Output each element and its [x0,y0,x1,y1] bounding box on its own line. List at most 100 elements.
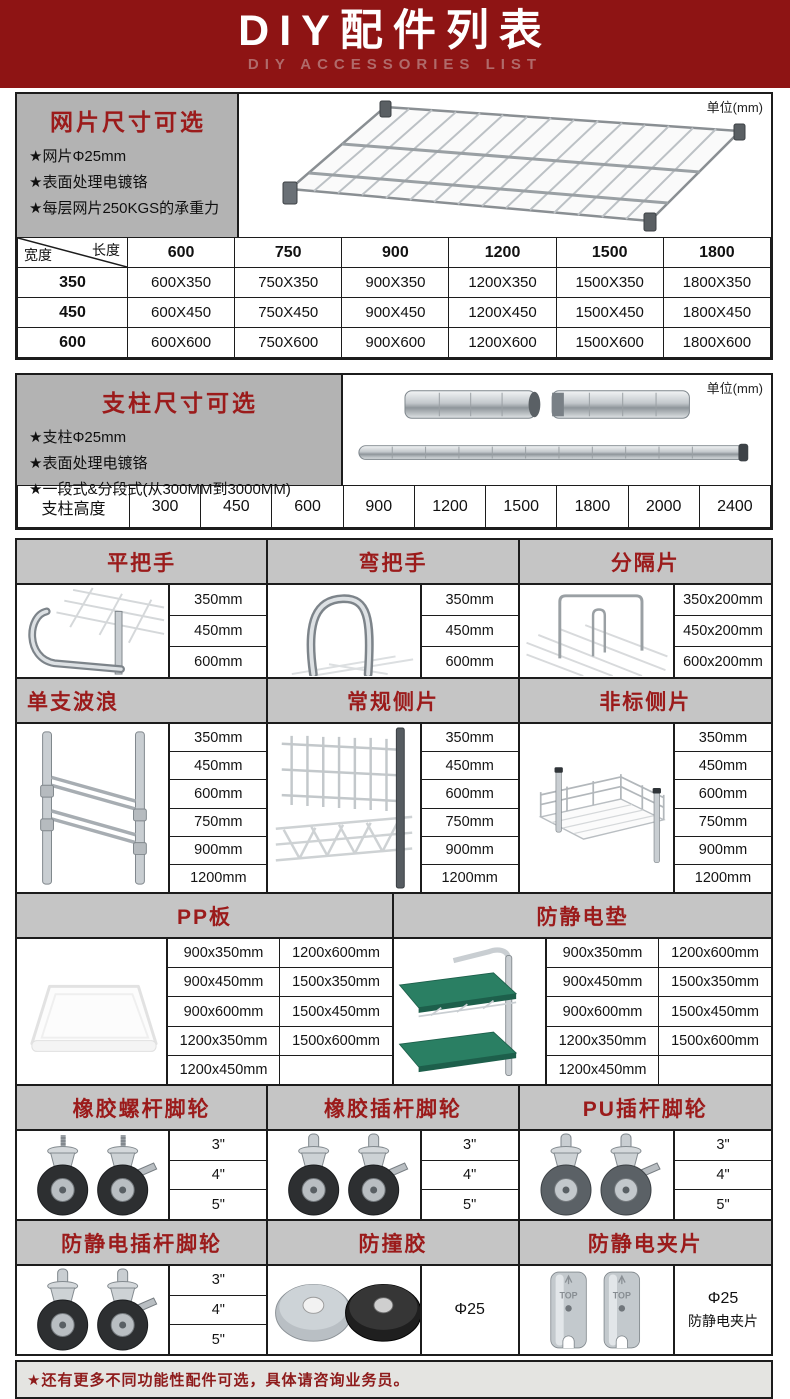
mesh-unit-label: 单位(mm) [706,100,763,115]
mesh-size-cell: 750X600 [234,327,343,358]
size-item: 900mm [674,837,771,865]
esd-stem-caster-size-list: 3" 4" 5" [168,1266,267,1354]
header-rubber-screw-caster: 橡胶螺杆脚轮 [17,1086,269,1129]
header-single-wave: 单支波浪 [17,679,269,722]
accessory-content-row: 3" 4" 5" [17,1131,771,1221]
rubber-screw-caster-image [17,1131,168,1219]
size-item: 4" [421,1161,518,1191]
cell-curved-handle: 350mm 450mm 600mm [268,585,520,677]
size-item: 450x200mm [674,616,771,647]
mesh-table-row: 600 600X600 750X600 900X600 1200X600 150… [17,327,772,358]
size-item: 900mm [421,837,518,865]
size-item: 450mm [170,752,267,781]
flat-handle-image [17,585,168,677]
mesh-col-header: 1800 [662,237,772,268]
size-item: 600mm [421,780,518,809]
header-standard-side-panel: 常规侧片 [268,679,520,722]
post-height-table: 支柱高度 300 450 600 900 1200 1500 1800 2000… [17,485,772,528]
cell-esd-clip: TOP TOP [520,1266,771,1354]
size-item: 5" [211,1196,225,1213]
cell-bumper-rubber: Φ25 [268,1266,520,1354]
cell-standard-side-panel: 350mm 450mm 600mm 750mm 900mm 1200mm [268,724,520,892]
page-subtitle: DIY ACCESSORIES LIST [247,56,543,74]
pp-board-image [17,939,166,1084]
standard-side-panel-image [268,724,419,892]
accessory-content-row: 3" 4" 5" [17,1266,771,1354]
banner: DIY配件列表 DIY ACCESSORIES LIST [0,0,790,88]
size-item: 1500x600mm [659,1027,771,1056]
mesh-table-row: 450 600X450 750X450 900X450 1200X450 150… [17,297,772,328]
custom-side-panel-size-list: 350mm 450mm 600mm 750mm 900mm 1200mm [672,724,771,892]
cell-divider-panel: 350x200mm 450x200mm 600x200mm [520,585,771,677]
post-bullet: ★支柱Φ25mm [29,429,127,446]
size-item: 5" [463,1196,477,1213]
mesh-table-corner-cell: 长度 宽度 [17,237,128,268]
footer-note: ★还有更多不同功能性配件可选，具体请咨询业务员。 [15,1360,773,1399]
divider-panel-icon [526,594,669,676]
flat-handle-icon [28,587,165,675]
accessory-header-row: 橡胶螺杆脚轮 橡胶插杆脚轮 PU插杆脚轮 [17,1086,771,1131]
pp-board-size-list-right: 1200x600mm 1500x350mm 1500x450mm 1500x60… [279,939,392,1084]
post-height-cell: 1500 [485,485,558,528]
bumper-rubber-image [268,1266,420,1354]
header-custom-side-panel: 非标侧片 [519,679,771,722]
clip-top-marking: TOP [560,1291,578,1301]
size-item: 1200x350mm [168,1027,279,1056]
post-section-top: 支柱尺寸可选 ★支柱Φ25mm ★表面处理电镀铬 ★一段式&分段式(从300MM… [17,375,771,498]
accessory-content-row: 900x350mm 900x450mm 900x600mm 1200x350mm… [17,939,771,1086]
post-unit-label: 单位(mm) [706,381,763,396]
mesh-size-cell: 750X350 [234,267,343,298]
mesh-section-title: 网片尺寸可选 [50,109,206,135]
size-item: 4" [170,1161,267,1191]
header-curved-handle: 弯把手 [268,540,520,583]
post-height-cell: 2400 [698,485,772,528]
pu-stem-caster-size-list: 3" 4" 5" [672,1131,771,1219]
size-item: 600x200mm [683,654,763,670]
mesh-row-label: 600 [17,327,128,358]
curved-handle-image [268,585,419,677]
pp-board-icon [29,984,158,1052]
size-item: 1200mm [190,870,247,887]
single-wave-image [17,724,168,892]
mesh-size-cell: 1800X350 [662,267,772,298]
custom-side-panel-icon [539,767,667,863]
mesh-size-cell: 1200X450 [448,297,557,328]
esd-clip-name-label: 防静电夹片 [687,1312,758,1329]
post-section: 支柱尺寸可选 ★支柱Φ25mm ★表面处理电镀铬 ★一段式&分段式(从300MM… [15,373,773,530]
post-section-title: 支柱尺寸可选 [102,390,258,416]
esd-mat-icon [398,946,517,1076]
size-item: 1200x450mm [179,1061,268,1078]
wire-shelf-icon [282,100,746,231]
post-height-label: 支柱高度 [17,485,130,528]
size-item [659,1056,771,1084]
post-image-area: 单位(mm) [343,375,771,485]
esd-mat-size-list-right: 1200x600mm 1500x350mm 1500x450mm 1500x60… [658,939,771,1084]
esd-stem-caster-image [17,1266,168,1354]
cell-esd-mat: 900x350mm 900x450mm 900x600mm 1200x350mm… [394,939,771,1084]
custom-side-panel-image [520,724,673,892]
post-height-cell: 900 [342,485,415,528]
mesh-bullet: ★网片Φ25mm [29,148,127,165]
curved-handle-size-list: 350mm 450mm 600mm [419,585,518,677]
size-item: 600mm [194,654,243,670]
bumper-rubber-spec: Φ25 [419,1266,518,1354]
size-item: 3" [170,1131,267,1161]
pu-stem-caster-image [520,1131,673,1219]
cell-rubber-stem-caster: 3" 4" 5" [268,1131,520,1219]
mesh-col-header: 750 [234,237,343,268]
rubber-stem-caster-size-list: 3" 4" 5" [419,1131,518,1219]
esd-mat-size-list-left: 900x350mm 900x450mm 900x600mm 1200x350mm… [545,939,658,1084]
single-wave-frame-icon [39,731,147,885]
size-item: 900x450mm [168,968,279,998]
standard-side-panel-icon [275,727,413,889]
size-item: 750mm [170,809,267,837]
mesh-size-cell: 900X600 [341,327,450,358]
post-height-cell: 1800 [556,485,629,528]
size-item: 350mm [421,724,518,753]
single-wave-size-list: 350mm 450mm 600mm 750mm 900mm 1200mm [168,724,267,892]
bumper-diameter-label: Φ25 [454,1301,485,1318]
mesh-row-label: 350 [17,267,128,298]
mesh-col-header: 1200 [448,237,557,268]
size-item: 900mm [170,837,267,865]
